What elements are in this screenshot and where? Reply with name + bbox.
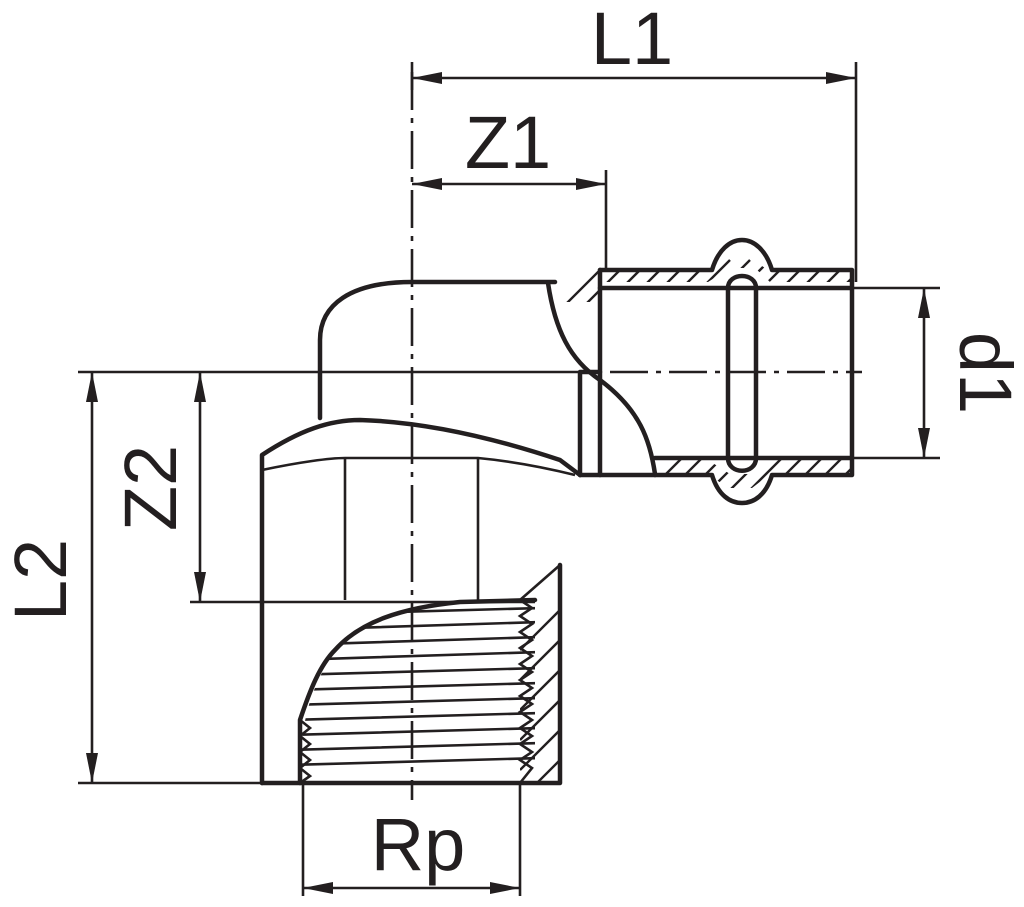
dimension-z2: Z2 xyxy=(109,370,580,604)
dimension-l1: L1 xyxy=(410,0,858,282)
dimension-l2: L2 xyxy=(0,370,262,785)
press-socket xyxy=(559,237,855,506)
label-z2: Z2 xyxy=(109,445,192,531)
internal-thread xyxy=(297,564,561,786)
dimension-z1: Z1 xyxy=(412,101,608,270)
elbow-body xyxy=(259,279,658,786)
dimension-rp: Rp xyxy=(301,783,522,896)
label-l1: L1 xyxy=(591,0,673,80)
center-lines xyxy=(410,72,862,800)
label-rp: Rp xyxy=(371,803,466,886)
label-d1: d1 xyxy=(944,332,1024,414)
label-z1: Z1 xyxy=(465,101,551,184)
label-l2: L2 xyxy=(0,539,82,621)
dimension-d1: d1 xyxy=(852,286,1024,460)
